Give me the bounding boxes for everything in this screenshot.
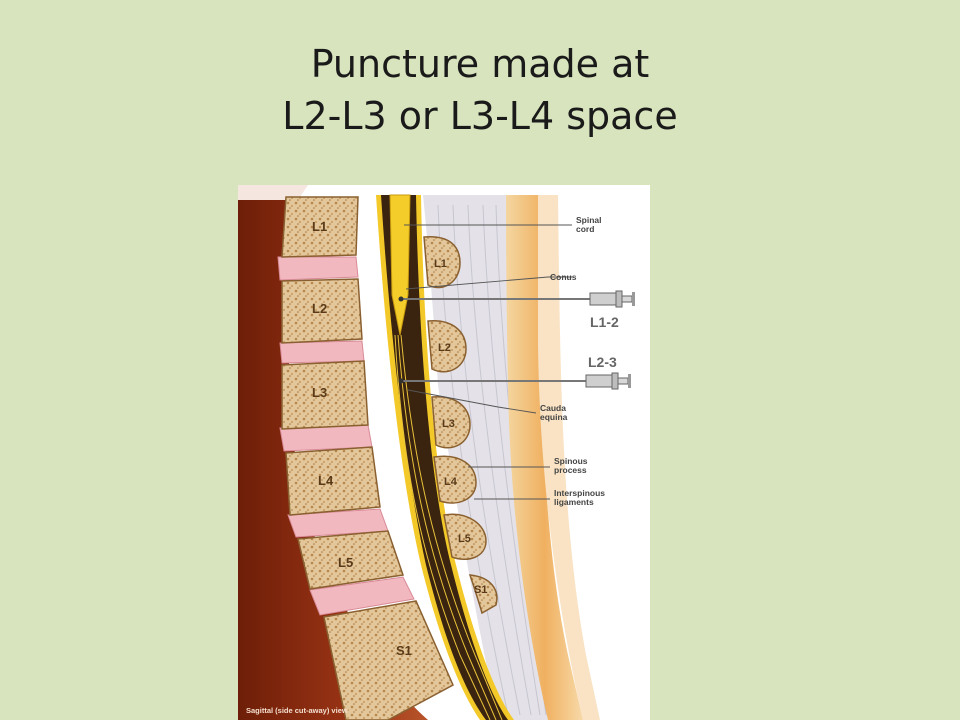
callout-cauda-equina: Cauda equina (540, 403, 568, 422)
spinous-label-l4: L4 (444, 476, 458, 488)
spine-illustration: L1 L2 L3 L4 L5 S1 L1 L2 L3 L4 L5 S1 (238, 185, 650, 720)
callout-spinal-cord: Spinal cord (576, 215, 604, 234)
spinous-label-l3: L3 (442, 418, 455, 430)
vertebra-label-l2: L2 (312, 301, 327, 316)
needle-l1-2 (400, 290, 635, 308)
needle-label-l1-2: L1-2 (590, 314, 619, 330)
title-line-1: Puncture made at (310, 42, 650, 86)
needle-label-l2-3: L2-3 (588, 354, 617, 370)
vertebral-bodies (281, 196, 454, 720)
slide-title: Puncture made at L2-L3 or L3-L4 space (0, 38, 960, 142)
spinous-label-s1: S1 (474, 584, 487, 596)
vertebra-label-s1: S1 (396, 643, 412, 658)
spinous-label-l2: L2 (438, 342, 451, 354)
callout-conus: Conus (550, 272, 577, 282)
callout-spinous-process: Spinous process (554, 456, 590, 475)
figure-caption: Sagittal (side cut-away) view (246, 706, 348, 715)
skin-layer (506, 195, 583, 720)
spinous-label-l1: L1 (434, 258, 447, 270)
callout-interspinous-ligaments: Interspinous ligaments (554, 488, 607, 507)
vertebra-label-l3: L3 (312, 385, 327, 400)
vertebra-label-l1: L1 (312, 219, 327, 234)
spine-sagittal-diagram: L1 L2 L3 L4 L5 S1 L1 L2 L3 L4 L5 S1 (238, 185, 635, 720)
vertebra-label-l4: L4 (318, 473, 334, 488)
spinous-processes (423, 236, 498, 615)
title-line-2: L2-L3 or L3-L4 space (282, 94, 678, 138)
vertebra-label-l5: L5 (338, 555, 353, 570)
spinous-label-l5: L5 (458, 533, 471, 545)
spinal-canal (378, 195, 510, 720)
intervertebral-discs (277, 256, 415, 616)
needle-l2-3 (400, 372, 631, 390)
